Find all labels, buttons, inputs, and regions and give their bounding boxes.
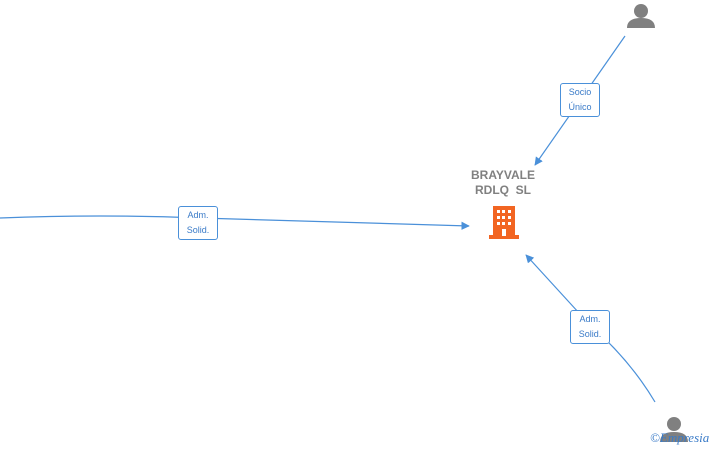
copyright-symbol: © [650, 430, 660, 445]
company-name-line1: BRAYVALE [470, 168, 535, 182]
person-icon[interactable] [660, 417, 688, 442]
relation-label-line2: Solid. [186, 225, 210, 235]
relation-label-adm-solid-bottom[interactable]: Adm. Solid. [570, 310, 610, 344]
edge-adm-solid-left [0, 215, 470, 230]
relation-label-socio-unico[interactable]: Socio Único [560, 83, 600, 117]
relation-label-line1: Adm. [579, 314, 601, 324]
company-name-line2: RDLQ SL [475, 183, 531, 197]
relation-label-line1: Socio [568, 87, 592, 97]
company-name[interactable]: BRAYVALE RDLQ SL [443, 168, 563, 198]
relation-label-line2: Solid. [578, 329, 602, 339]
person-icon[interactable] [627, 4, 655, 28]
empresia-watermark: ©Empresia [650, 430, 709, 446]
relation-label-adm-solid-left[interactable]: Adm. Solid. [178, 206, 218, 240]
building-icon[interactable] [489, 206, 519, 239]
brand-name: Empresia [659, 430, 710, 445]
relation-label-line1: Adm. [187, 210, 209, 220]
relation-label-line2: Único [568, 102, 592, 112]
